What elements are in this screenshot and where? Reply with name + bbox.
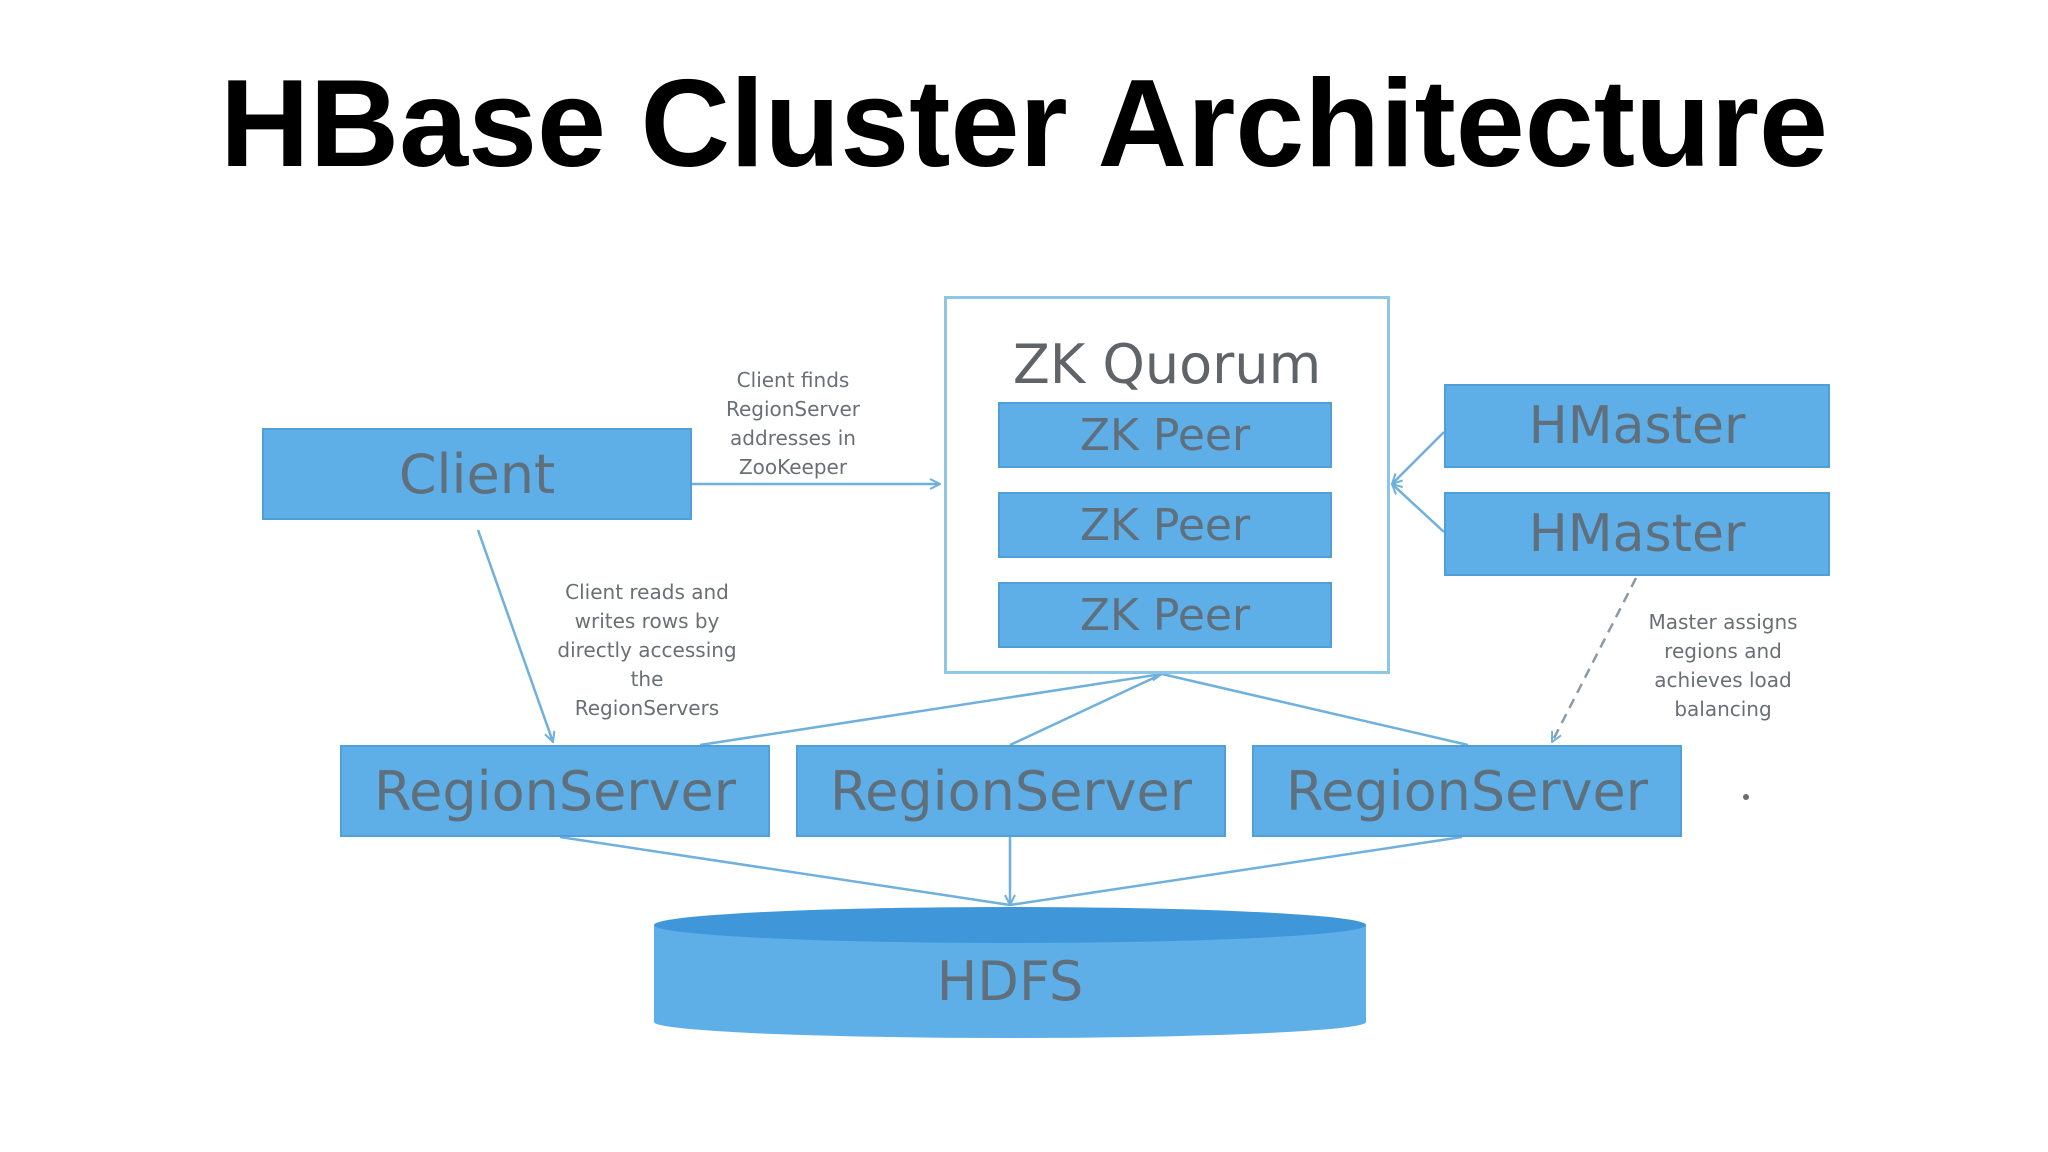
note-line: RegionServers bbox=[574, 696, 720, 720]
regionserver-box: RegionServer bbox=[340, 745, 770, 837]
master-to-regionserver-dashed-arrow bbox=[1550, 577, 1638, 742]
note-line: ZooKeeper bbox=[738, 455, 848, 479]
regionserver-label: RegionServer bbox=[374, 759, 736, 823]
regionserver-box: RegionServer bbox=[796, 745, 1226, 837]
client-box: Client bbox=[262, 428, 692, 520]
zk-peer-label: ZK Peer bbox=[1079, 499, 1251, 551]
note-line: regions and bbox=[1664, 639, 1782, 663]
note-line: balancing bbox=[1674, 697, 1772, 721]
rs2-to-zk-line bbox=[1009, 672, 1163, 747]
rs3-to-zk-line bbox=[1161, 672, 1469, 747]
hdfs-cylinder bbox=[654, 907, 1366, 1038]
client-to-regionserver-arrow bbox=[476, 529, 553, 742]
note-line: writes rows by bbox=[574, 609, 720, 633]
hmaster-box: HMaster bbox=[1444, 492, 1830, 576]
rs1-to-zk-line bbox=[699, 674, 1162, 747]
note-line: addresses in bbox=[730, 426, 856, 450]
client-label: Client bbox=[398, 442, 556, 506]
regionserver-label: RegionServer bbox=[830, 759, 1192, 823]
hmaster-box: HMaster bbox=[1444, 384, 1830, 468]
client-reads-note: Client reads and writes rows by directly… bbox=[534, 578, 760, 723]
stray-dot bbox=[1743, 794, 1749, 800]
zk-peer-box: ZK Peer bbox=[998, 582, 1332, 648]
zk-peer-box: ZK Peer bbox=[998, 402, 1332, 468]
rs3-to-hdfs-line bbox=[1009, 835, 1463, 907]
master-assigns-note: Master assigns regions and achieves load… bbox=[1616, 608, 1830, 724]
hmaster-label: HMaster bbox=[1528, 396, 1746, 456]
zk-peer-box: ZK Peer bbox=[998, 492, 1332, 558]
hmaster2-to-zk-line bbox=[1392, 484, 1445, 533]
hmaster-label: HMaster bbox=[1528, 504, 1746, 564]
regionserver-label: RegionServer bbox=[1286, 759, 1648, 823]
zk-peer-label: ZK Peer bbox=[1079, 589, 1251, 641]
rs1-to-hdfs-line bbox=[559, 835, 1011, 907]
note-line: achieves load bbox=[1654, 668, 1792, 692]
note-line: Client reads and bbox=[565, 580, 729, 604]
hmaster1-to-zk-line bbox=[1392, 431, 1445, 484]
regionserver-box: RegionServer bbox=[1252, 745, 1682, 837]
note-line: directly accessing bbox=[557, 638, 737, 662]
hdfs-label: HDFS bbox=[936, 950, 1084, 1013]
page-title: HBase Cluster Architecture bbox=[220, 55, 1828, 193]
note-line: RegionServer bbox=[725, 397, 861, 421]
zk-peer-label: ZK Peer bbox=[1079, 409, 1251, 461]
client-finds-note: Client finds RegionServer addresses in Z… bbox=[700, 366, 886, 482]
note-line: Master assigns bbox=[1648, 610, 1798, 634]
note-line: Client finds bbox=[736, 368, 850, 392]
note-line: the bbox=[630, 667, 664, 691]
zk-quorum-label: ZK Quorum bbox=[1012, 333, 1322, 396]
